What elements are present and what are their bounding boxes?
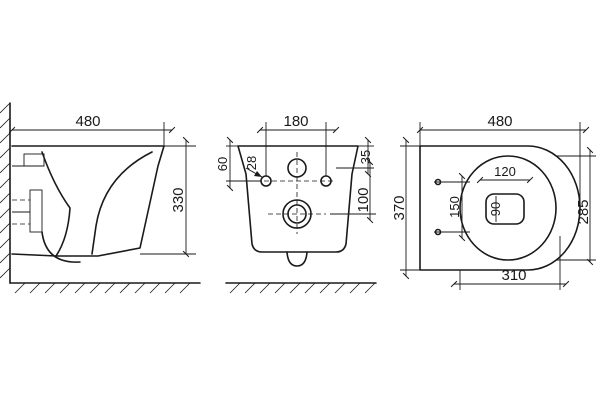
- front-width-dimension: 180: [256, 113, 340, 176]
- front-hole-dimension: 28: [244, 156, 263, 178]
- front-top-offset-dimension: 60: [215, 136, 260, 192]
- top-depth-dimension: 285: [556, 146, 596, 266]
- side-width-label: 480: [75, 113, 100, 130]
- wall: [0, 102, 11, 284]
- floor: [9, 282, 201, 294]
- water-inlet-fitting: [23, 153, 45, 167]
- top-length-label: 370: [391, 195, 408, 220]
- top-bowl-outline: [419, 145, 581, 271]
- top-inner-length-dimension: 150: [447, 172, 466, 242]
- front-view: 180 60 28 35 100: [215, 113, 377, 294]
- top-width-dimension: 480: [416, 113, 590, 208]
- wall-hatch: [0, 102, 11, 279]
- top-bottom-label: 310: [501, 267, 526, 284]
- front-hole-spacing-label: 100: [355, 187, 372, 212]
- front-hole-spacing-dimension: 100: [330, 158, 376, 224]
- top-inner-width-label: 120: [494, 164, 516, 179]
- drain-pipe-fitting: [29, 189, 43, 233]
- top-bottom-dimension: 310: [450, 236, 570, 290]
- side-height-dimension: 330: [140, 136, 196, 258]
- side-height-label: 330: [170, 187, 187, 212]
- top-inner-width-dimension: 120: [476, 164, 534, 184]
- front-top-offset-label: 60: [215, 157, 230, 171]
- top-width-label: 480: [487, 113, 512, 130]
- front-width-label: 180: [283, 113, 308, 130]
- front-hole-label: 28: [244, 156, 259, 170]
- top-inner-length-label: 150: [447, 196, 462, 218]
- top-outlet-label: 90: [488, 202, 503, 216]
- top-length-dimension: 370: [391, 136, 420, 280]
- top-view: 480 370 285 120 150 90: [391, 113, 596, 290]
- front-floor: [225, 282, 377, 294]
- side-view: 480 330: [0, 102, 201, 294]
- top-outlet-dimension: 90: [488, 196, 503, 222]
- front-drain-bulge: [286, 251, 308, 267]
- side-bowl: [11, 145, 165, 263]
- front-bowl-outline: [237, 145, 359, 253]
- side-width-dimension: 480: [8, 113, 176, 146]
- top-depth-label: 285: [575, 199, 592, 224]
- front-right-offset-label: 35: [358, 150, 373, 164]
- top-outlet: [485, 193, 525, 225]
